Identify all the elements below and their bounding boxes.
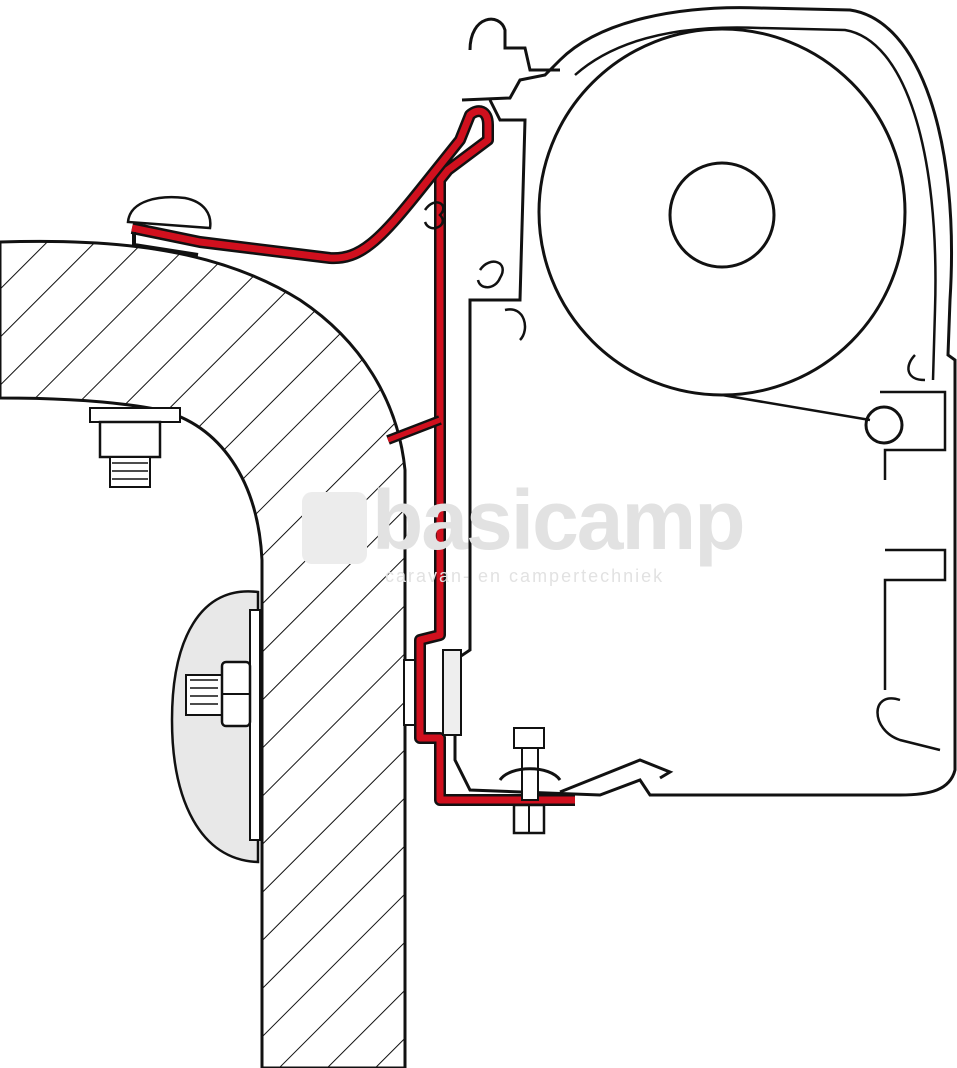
vehicle-wall-section <box>0 239 407 1068</box>
bottom-bolt <box>498 727 562 835</box>
roller-tube <box>668 161 776 269</box>
adapter-bracket-fill <box>131 107 575 804</box>
rail-chambers <box>876 390 947 752</box>
bracket-strut-fill <box>387 417 441 443</box>
rail-lower-clip <box>559 758 674 794</box>
rail-side-clip <box>907 354 926 382</box>
bracket-top-flange <box>132 232 199 257</box>
clip-upper <box>423 201 445 230</box>
clip-rail <box>504 308 527 341</box>
watermark-logo-icon <box>302 492 367 564</box>
awning-rail-inner <box>574 26 937 381</box>
spacer-block <box>442 649 462 736</box>
backing-strip <box>249 609 261 841</box>
awning-rail-profile <box>453 6 957 797</box>
rail-hook <box>468 17 560 72</box>
fabric-line <box>721 393 871 422</box>
top-bolt <box>89 196 212 488</box>
rope-channel <box>864 405 904 445</box>
inner-backing-plate <box>170 590 260 864</box>
clip-mid <box>476 260 504 289</box>
